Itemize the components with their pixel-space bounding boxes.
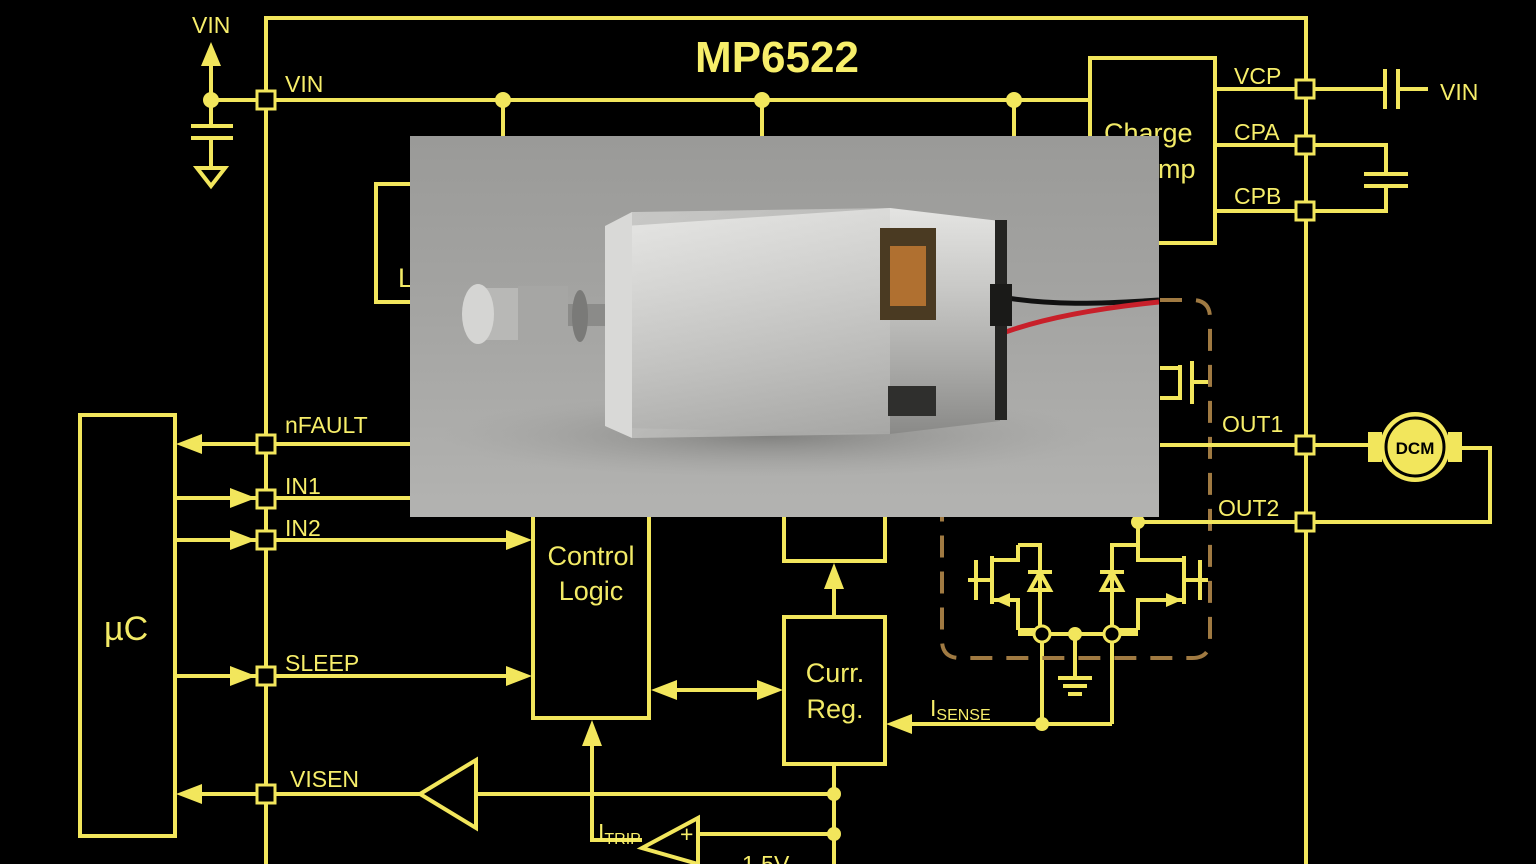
current-regulator-label-2: Reg. [806,694,863,724]
itrip-comparator-icon [636,814,700,864]
dc-motor-label: DCM [1396,439,1435,458]
low-side-mosfets [968,524,1208,696]
cpa-label: CPA [1234,119,1280,145]
out2-label: OUT2 [1218,495,1279,521]
control-logic-block [531,508,651,720]
in2-pin [255,529,277,551]
reference-voltage-fragment: 1.5V [742,851,790,864]
h-bridge-frame [940,298,1212,660]
microcontroller-block [78,413,177,838]
visen-buffer-icon [416,756,478,832]
cpa-pin [1294,134,1316,156]
visen-label: VISEN [290,766,359,792]
visen-pin [255,783,277,805]
charge-pump-label-2: mp [1158,154,1196,184]
nfault-label: nFAULT [285,412,368,438]
vin-arrow-icon [201,42,221,66]
itrip-label: ITRIP [598,819,641,848]
vin-right-label: VIN [1440,79,1478,105]
in1-pin [255,488,277,510]
sleep-label: SLEEP [285,650,359,676]
isense-label: ISENSE [930,695,991,724]
nfault-pin [255,433,277,455]
vin-pin-label: VIN [285,71,323,97]
current-regulator-block [782,615,887,766]
vcp-label: VCP [1234,63,1281,89]
cpb-pin [1294,200,1316,222]
vcp-pin [1294,78,1316,100]
sleep-pin [255,665,277,687]
motor-photo [410,136,1159,517]
control-logic-label-1: Control [547,541,634,571]
chip-title: MP6522 [695,33,859,82]
hidden-block-label: L [398,263,413,293]
out2-pin [1294,511,1316,533]
in2-label: IN2 [285,515,321,541]
in1-label: IN1 [285,473,321,499]
control-logic-label-2: Logic [559,576,624,606]
out1-label: OUT1 [1222,411,1283,437]
current-regulator-label-1: Curr. [806,658,865,688]
vin-top-label: VIN [192,12,230,38]
ground-icon [192,166,230,190]
microcontroller-label: µC [104,610,148,648]
cpb-label: CPB [1234,183,1281,209]
comparator-plus: + [680,821,693,847]
out1-pin [1294,434,1316,456]
vin-pin [255,89,277,111]
